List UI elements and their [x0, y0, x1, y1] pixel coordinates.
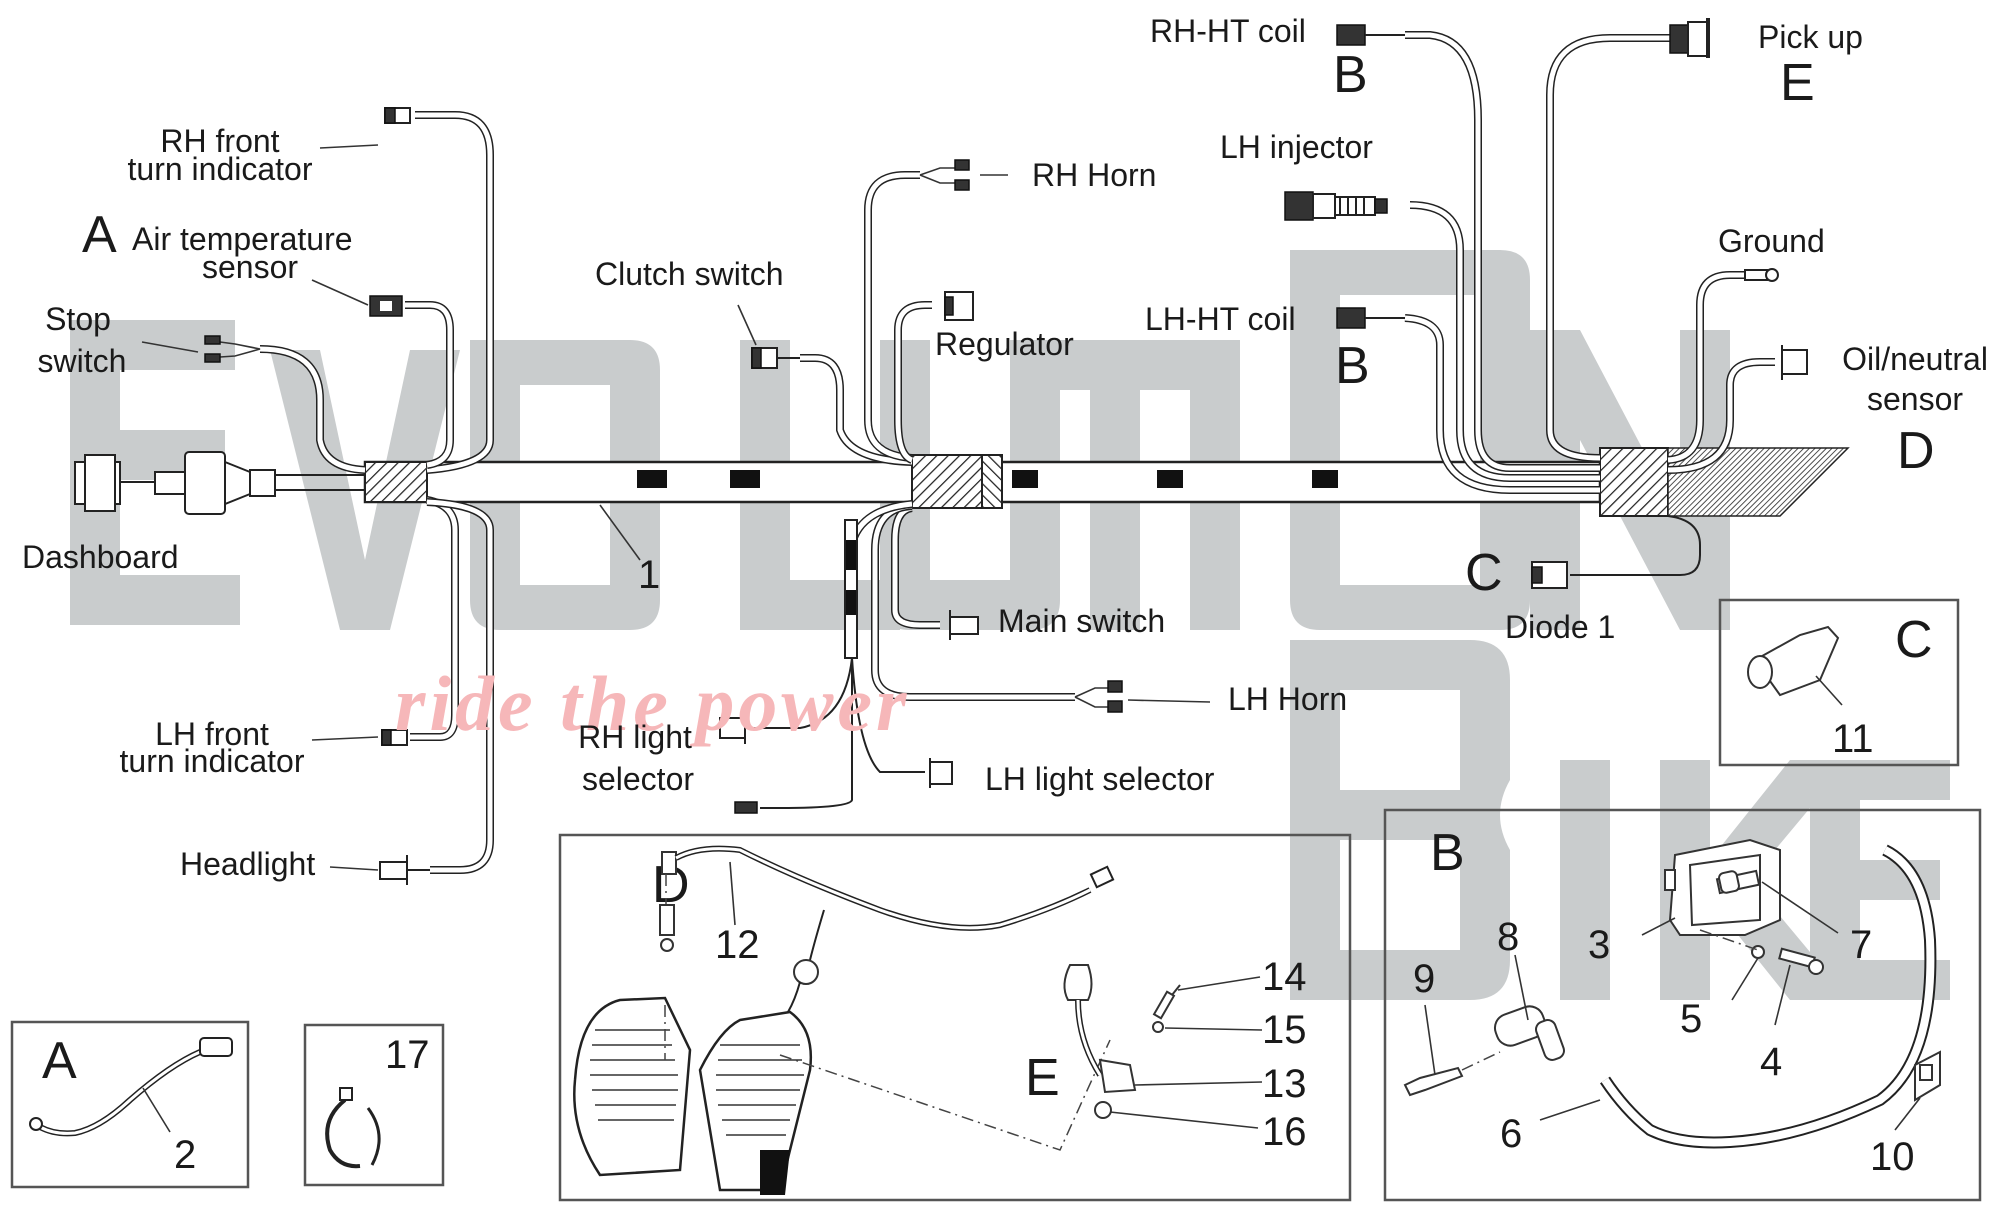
label-main-switch: Main switch	[998, 603, 1165, 639]
connector-pick-up	[1669, 18, 1710, 58]
connector-lh-horn	[1107, 680, 1123, 693]
panel-a-letter: A	[42, 1032, 77, 1090]
part-number-13: 13	[1262, 1062, 1307, 1106]
watermark-letter-i2	[1560, 760, 1610, 1000]
detail-panel-clamp: 17	[303, 1023, 445, 1187]
connector-rh-ht-coil	[1336, 24, 1366, 46]
label-lh-light-selector: LH light selector	[985, 761, 1215, 797]
watermark-letter-l	[740, 340, 900, 630]
part-number-1: 1	[638, 553, 660, 597]
watermark-letter-k	[1660, 760, 1850, 1000]
label-air-temp-2: sensor	[202, 249, 298, 285]
label-lh-ht-coil: LH-HT coil	[1145, 301, 1296, 337]
detail-panel-b: B 9 8 3 7 5	[1383, 808, 1982, 1202]
part-number-3: 3	[1588, 923, 1610, 967]
label-lh-front-turn-1: LH front	[155, 716, 269, 752]
connector-headlight	[379, 861, 408, 880]
letter-a-air-temp: A	[82, 206, 117, 264]
cable-routes	[259, 31, 1775, 874]
part-number-10: 10	[1870, 1135, 1915, 1179]
letter-b-lh-ht: B	[1335, 337, 1370, 395]
connector-lh-injector	[1284, 191, 1388, 221]
label-rh-light-selector-1: RH light	[578, 719, 692, 755]
label-rh-front-turn-2: turn indicator	[128, 151, 313, 187]
label-pick-up: Pick up	[1758, 19, 1863, 55]
part-number-16: 16	[1262, 1110, 1307, 1154]
part-number-9: 9	[1413, 957, 1435, 1001]
part-number-2: 2	[174, 1133, 196, 1177]
part-number-17: 17	[385, 1033, 430, 1077]
part-number-4: 4	[1760, 1040, 1782, 1084]
label-oil-neutral-2: sensor	[1867, 381, 1963, 417]
letter-c-diode: C	[1465, 544, 1503, 602]
label-diode-1: Diode 1	[1505, 609, 1615, 645]
part-number-5: 5	[1680, 997, 1702, 1041]
label-air-temp-1: Air temperature	[132, 221, 353, 257]
leader-lines	[141, 144, 1211, 871]
label-oil-neutral-1: Oil/neutral	[1842, 341, 1988, 377]
part-number-12: 12	[715, 923, 760, 967]
connector-ground	[1744, 269, 1768, 281]
watermark-letter-b	[1290, 640, 1510, 1000]
part-number-6: 6	[1500, 1112, 1522, 1156]
part-number-8: 8	[1497, 915, 1519, 959]
label-stop-switch-1: Stop	[45, 301, 111, 337]
harness-end-sleeve	[1667, 447, 1850, 517]
watermark-slogan: ride the power	[395, 660, 910, 747]
label-stop-switch-2: switch	[38, 343, 127, 379]
connector-oil-neutral	[1781, 349, 1808, 375]
letter-d-oil-neutral: D	[1897, 422, 1935, 480]
label-rh-front-turn-1: RH front	[160, 123, 279, 159]
letter-b-rh-ht: B	[1333, 46, 1368, 104]
harness-tags	[637, 470, 1338, 488]
label-rh-light-selector-2: selector	[582, 761, 694, 797]
part-number-15: 15	[1262, 1008, 1307, 1052]
panel-c-letter: C	[1895, 611, 1933, 669]
label-regulator: Regulator	[935, 326, 1074, 362]
watermark-letter-o	[470, 340, 660, 630]
connector-rh-horn	[954, 159, 970, 171]
detail-panel-c: C 11	[1718, 598, 1960, 767]
panel-d-letter-e: E	[1025, 1049, 1060, 1107]
dashboard-connector	[74, 451, 365, 515]
label-lh-horn: LH Horn	[1228, 681, 1347, 717]
detail-panel-d: D 12 E	[558, 833, 1352, 1202]
watermark-letter-e2	[1810, 760, 1950, 1000]
panel-b-letter: B	[1430, 824, 1465, 882]
label-rh-ht-coil: RH-HT coil	[1150, 13, 1306, 49]
label-lh-injector: LH injector	[1220, 129, 1373, 165]
connectors	[204, 18, 1808, 885]
label-clutch-switch: Clutch switch	[595, 256, 784, 292]
junction-left	[364, 461, 428, 503]
label-ground: Ground	[1718, 223, 1825, 259]
connector-main-switch	[949, 616, 979, 635]
label-lh-front-turn-2: turn indicator	[120, 743, 305, 779]
part-number-7: 7	[1850, 923, 1872, 967]
junction-center	[911, 454, 983, 509]
label-dashboard: Dashboard	[22, 539, 179, 575]
part-number-14: 14	[1262, 955, 1307, 999]
junction-center-b	[981, 454, 1003, 509]
letter-e-pick-up: E	[1780, 54, 1815, 112]
watermark-letter-u	[880, 340, 1060, 630]
connector-lh-ht-coil	[1336, 307, 1366, 329]
part-number-11: 11	[1832, 717, 1874, 761]
labels: RH front turn indicator A Air temperatur…	[22, 13, 1988, 882]
main-harness	[363, 447, 1850, 517]
engine-sketch	[573, 996, 812, 1195]
connector-lh-light-selector	[929, 761, 953, 785]
label-headlight: Headlight	[180, 846, 315, 882]
detail-panel-a: A 2	[10, 1020, 250, 1189]
label-rh-horn: RH Horn	[1032, 157, 1156, 193]
junction-right	[1599, 447, 1669, 517]
